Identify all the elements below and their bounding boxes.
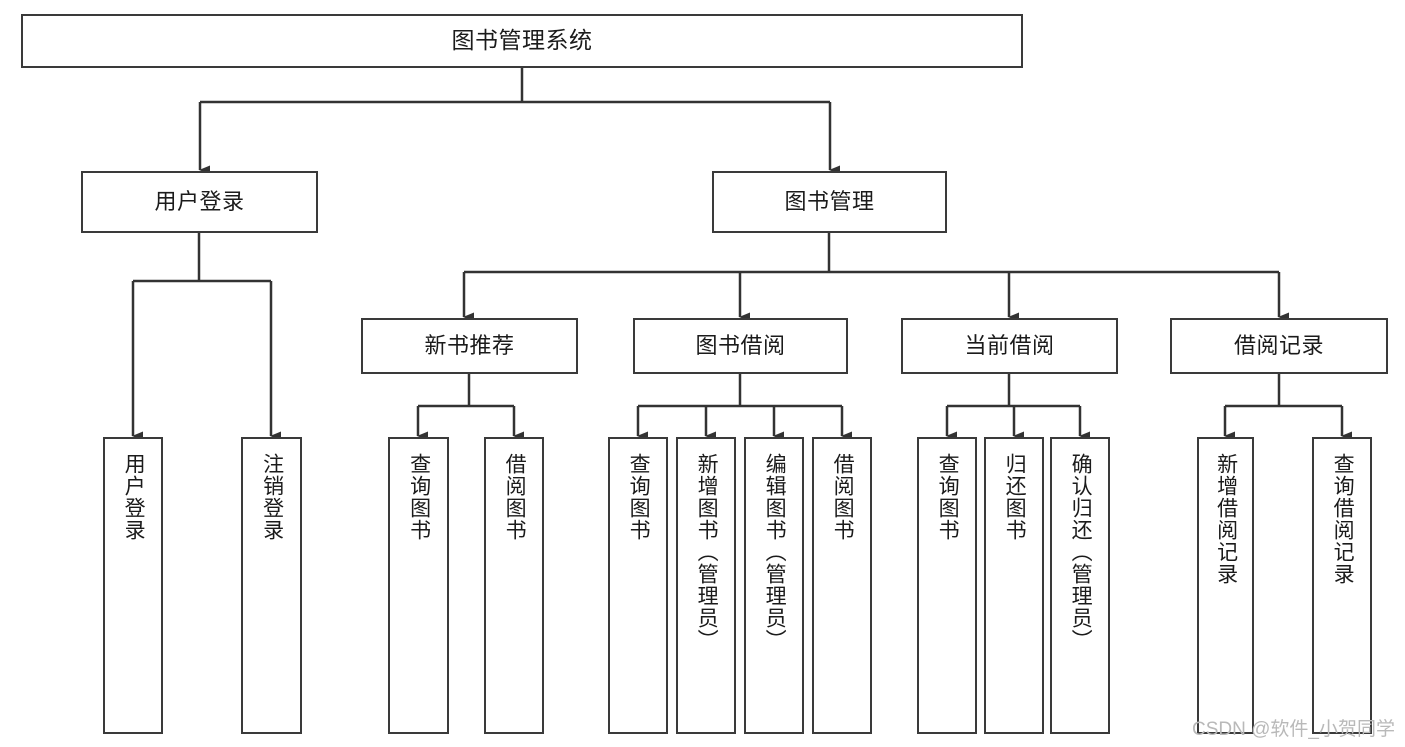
node-label: 用户登录: [154, 189, 245, 215]
node-label: 用户登录: [122, 453, 146, 541]
node-label: 新增图书（管理员）: [695, 453, 719, 651]
node-label: 编辑图书（管理员）: [763, 453, 787, 651]
node-label: 图书管理: [784, 189, 875, 215]
watermark: CSDN @软件_小贺同学: [1192, 719, 1395, 740]
node-new-book-recommend[interactable]: 新书推荐: [361, 318, 578, 374]
node-leaf-query-book-current[interactable]: 查询图书: [917, 437, 977, 734]
node-leaf-confirm-return-admin[interactable]: 确认归还（管理员）: [1050, 437, 1110, 734]
node-label: 当前借阅: [964, 333, 1055, 359]
node-label: 新增借阅记录: [1214, 453, 1238, 585]
node-label: 确认归还（管理员）: [1069, 453, 1093, 651]
node-current-borrow[interactable]: 当前借阅: [901, 318, 1118, 374]
node-leaf-user-logout[interactable]: 注销登录: [241, 437, 302, 734]
node-label: 查询图书: [407, 453, 431, 541]
node-leaf-add-book-admin[interactable]: 新增图书（管理员）: [676, 437, 736, 734]
node-leaf-query-borrow-record[interactable]: 查询借阅记录: [1312, 437, 1372, 734]
node-leaf-borrow-book-rec[interactable]: 借阅图书: [484, 437, 544, 734]
node-leaf-query-book-rec[interactable]: 查询图书: [388, 437, 449, 734]
node-label: 借阅图书: [831, 453, 855, 541]
node-leaf-query-book-borrow[interactable]: 查询图书: [608, 437, 668, 734]
node-label: 借阅记录: [1233, 333, 1324, 359]
node-label: 新书推荐: [424, 333, 515, 359]
node-leaf-return-book[interactable]: 归还图书: [984, 437, 1044, 734]
node-user-login[interactable]: 用户登录: [81, 171, 318, 233]
node-label: 借阅图书: [503, 453, 527, 541]
node-root[interactable]: 图书管理系统: [21, 14, 1023, 68]
node-leaf-add-borrow-record[interactable]: 新增借阅记录: [1197, 437, 1254, 734]
node-book-manage[interactable]: 图书管理: [712, 171, 947, 233]
node-label: 注销登录: [260, 453, 284, 541]
node-leaf-edit-book-admin[interactable]: 编辑图书（管理员）: [744, 437, 804, 734]
node-label: 归还图书: [1003, 453, 1027, 541]
node-label: 查询借阅记录: [1331, 453, 1355, 585]
node-leaf-user-login[interactable]: 用户登录: [103, 437, 163, 734]
node-label: 查询图书: [936, 453, 960, 541]
node-borrow-record[interactable]: 借阅记录: [1170, 318, 1388, 374]
node-label: 图书管理系统: [451, 27, 593, 54]
node-leaf-borrow-book[interactable]: 借阅图书: [812, 437, 872, 734]
node-label: 查询图书: [627, 453, 651, 541]
node-book-borrow[interactable]: 图书借阅: [633, 318, 848, 374]
node-label: 图书借阅: [695, 333, 786, 359]
